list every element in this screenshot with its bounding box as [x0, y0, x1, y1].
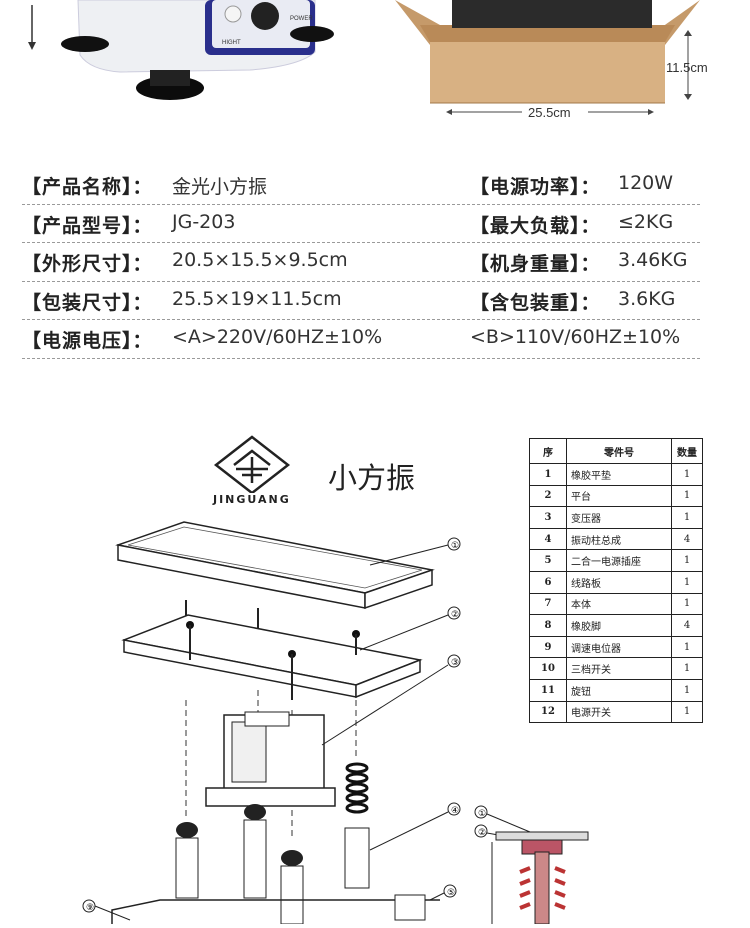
- part-no: 7: [529, 592, 567, 616]
- section-detail-diagram: ① ②: [470, 800, 600, 925]
- spec-value: 20.5×15.5×9.5cm: [172, 249, 348, 271]
- part-qty: 1: [671, 592, 703, 616]
- part-name: 调速电位器: [566, 635, 672, 659]
- part-qty: 1: [671, 678, 703, 702]
- part-no: 11: [529, 678, 567, 702]
- spec-row: 【外形尺寸】： 20.5×15.5×9.5cm 【机身重量】： 3.46KG: [22, 243, 700, 282]
- spec-value: 3.46KG: [618, 249, 688, 271]
- part-name: 振动柱总成: [566, 527, 672, 551]
- box-width-label: 25.5cm: [528, 105, 571, 120]
- box-height-label: 11.5cm: [666, 60, 708, 75]
- product-photo: HIGHT POWER: [0, 0, 360, 130]
- spec-label: 【产品名称】：: [22, 176, 153, 198]
- callout-2: ②: [451, 610, 459, 620]
- part-qty: 4: [671, 527, 703, 551]
- part-qty: 1: [671, 570, 703, 594]
- callout-1: ①: [451, 541, 459, 551]
- table-header: 序: [529, 438, 567, 464]
- part-name: 旋钮: [566, 678, 672, 702]
- diagram-title: 小方振: [328, 461, 416, 495]
- part-no: 5: [529, 549, 567, 572]
- part-name: 本体: [566, 592, 672, 616]
- spec-label: 【包装尺寸】：: [22, 291, 153, 314]
- part-qty: 1: [671, 484, 703, 508]
- spec-label: 【外形尺寸】：: [22, 253, 153, 275]
- callout-3: ③: [451, 658, 459, 668]
- part-name: 平台: [566, 484, 672, 508]
- knob-label-right: POWER: [290, 16, 313, 22]
- part-name: 橡胶平垫: [566, 463, 672, 486]
- spec-label: 【电源功率】：: [470, 176, 601, 198]
- spec-label: 【电源电压】：: [22, 330, 153, 352]
- exploded-diagram: ① ② ③: [0, 510, 525, 925]
- spec-value: 25.5×19×11.5cm: [172, 287, 342, 310]
- part-name: 线路板: [566, 570, 672, 594]
- spec-value: JG-203: [172, 210, 236, 233]
- spec-row: 【电源电压】： <A>220V/60HZ±10% <B>110V/60HZ±10…: [22, 320, 700, 359]
- brand-name: JINGUANG: [213, 493, 291, 506]
- part-qty: 1: [671, 506, 703, 529]
- part-qty: 1: [671, 635, 703, 659]
- spec-label: 【机身重量】：: [470, 253, 601, 275]
- spec-row: 【产品型号】： JG-203 【最大负载】： ≤2KG: [22, 205, 700, 243]
- table-header-row: 序 零件号 数量: [529, 438, 703, 464]
- spec-value: <B>110V/60HZ±10%: [470, 326, 681, 348]
- spec-value: ≤2KG: [618, 210, 674, 233]
- detail-callout-1: ①: [478, 809, 486, 819]
- spec-label: 【最大负载】：: [470, 214, 601, 237]
- spec-value: 金光小方振: [172, 176, 268, 198]
- part-no: 6: [529, 570, 567, 594]
- part-qty: 4: [671, 614, 703, 637]
- part-name: 二合一电源插座: [566, 549, 672, 572]
- callout-5: ⑤: [447, 888, 455, 898]
- brand-logo-icon: [212, 435, 292, 497]
- part-no: 2: [529, 484, 567, 508]
- spec-label: 【产品型号】：: [22, 214, 153, 237]
- part-no: 4: [529, 527, 567, 551]
- spec-label: 【含包装重】：: [470, 291, 601, 314]
- callout-4: ④: [451, 806, 459, 816]
- part-no: 10: [529, 657, 567, 680]
- spec-value: <A>220V/60HZ±10%: [172, 326, 383, 348]
- detail-callout-2: ②: [478, 828, 486, 838]
- table-header: 数量: [671, 438, 703, 464]
- part-no: 9: [529, 635, 567, 659]
- package-photo: 11.5cm 25.5cm: [380, 0, 750, 130]
- part-qty: 1: [671, 463, 703, 486]
- spec-table: 【产品名称】： 金光小方振 【电源功率】： 120W 【产品型号】： JG-20…: [22, 166, 700, 359]
- spec-value: 120W: [618, 172, 674, 194]
- part-no: 1: [529, 463, 567, 486]
- part-name: 变压器: [566, 506, 672, 529]
- table-header: 零件号: [566, 438, 672, 464]
- part-no: 12: [529, 700, 567, 724]
- part-name: 电源开关: [566, 700, 672, 724]
- callout-9: ⑨: [86, 903, 94, 913]
- part-name: 橡胶脚: [566, 614, 672, 637]
- part-qty: 1: [671, 700, 703, 724]
- knob-label-left: HIGHT: [222, 40, 241, 46]
- spec-row: 【包装尺寸】： 25.5×19×11.5cm 【含包装重】： 3.6KG: [22, 282, 700, 320]
- part-qty: 1: [671, 549, 703, 572]
- spec-row: 【产品名称】： 金光小方振 【电源功率】： 120W: [22, 166, 700, 205]
- part-no: 8: [529, 614, 567, 637]
- part-name: 三档开关: [566, 657, 672, 680]
- spec-value: 3.6KG: [618, 287, 676, 310]
- part-no: 3: [529, 506, 567, 529]
- part-qty: 1: [671, 657, 703, 680]
